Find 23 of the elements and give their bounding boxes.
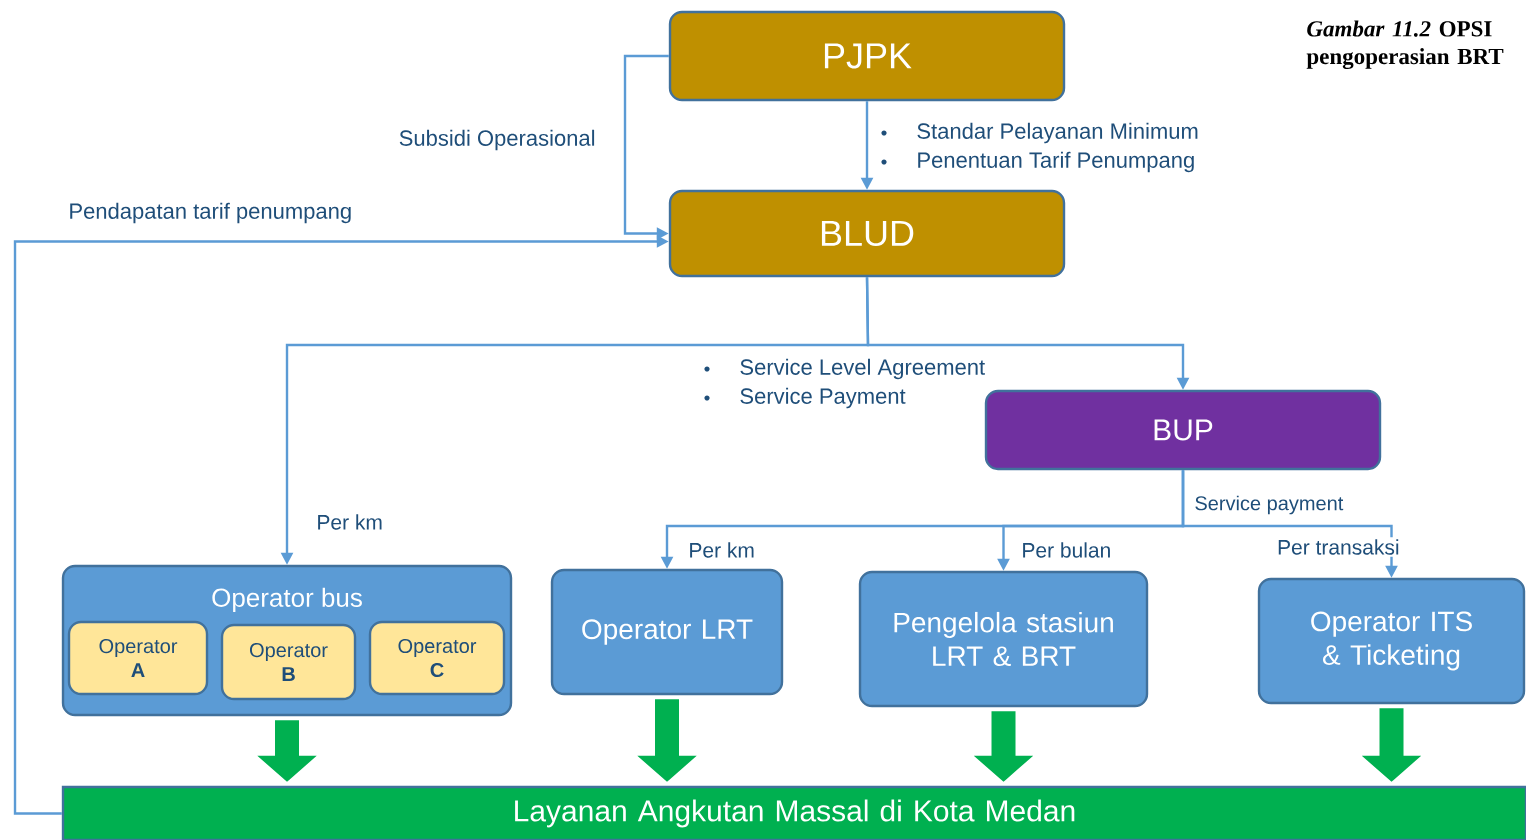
annotation-text: Service payment (1195, 495, 1344, 515)
edge-label: Per km (314, 512, 385, 532)
bullet-text: Service Level Agreement (740, 358, 985, 380)
figure-caption: Gambar 11.2 OPSI pengoperasian BRT (1306, 20, 1504, 70)
process-box: BLUD (668, 189, 1066, 278)
bullet-text: Standar Pelayanan Minimum (917, 122, 1198, 144)
operator-box: Operator C (368, 620, 506, 696)
operator-box: Operator ITS & Ticketing (1257, 577, 1526, 705)
edge-label: Pendapatan tarif penumpang (66, 200, 355, 226)
bullet-text: Penentuan Tarif Penumpang (918, 151, 1194, 173)
edge-label: Subsidi Operasional (396, 127, 598, 153)
operator-box: Operator A (67, 620, 209, 696)
operator-box: Operator LRT (550, 568, 784, 696)
edge-label: Per bulan (1019, 540, 1114, 560)
process-box: PJPK (668, 10, 1066, 102)
service-band: Layanan Angkutan Massal di Kota Medan (61, 785, 1526, 840)
operator-box: Operator B (220, 623, 357, 701)
bullet-text: Service Payment (740, 387, 906, 409)
edge-label: Per transaksi (1275, 537, 1402, 557)
connector-arrow (623, 54, 669, 240)
process-box: BUP (984, 389, 1382, 471)
operator-box: Pengelola stasiun LRT & BRT (858, 570, 1149, 708)
edge-label: Per km (686, 540, 757, 560)
